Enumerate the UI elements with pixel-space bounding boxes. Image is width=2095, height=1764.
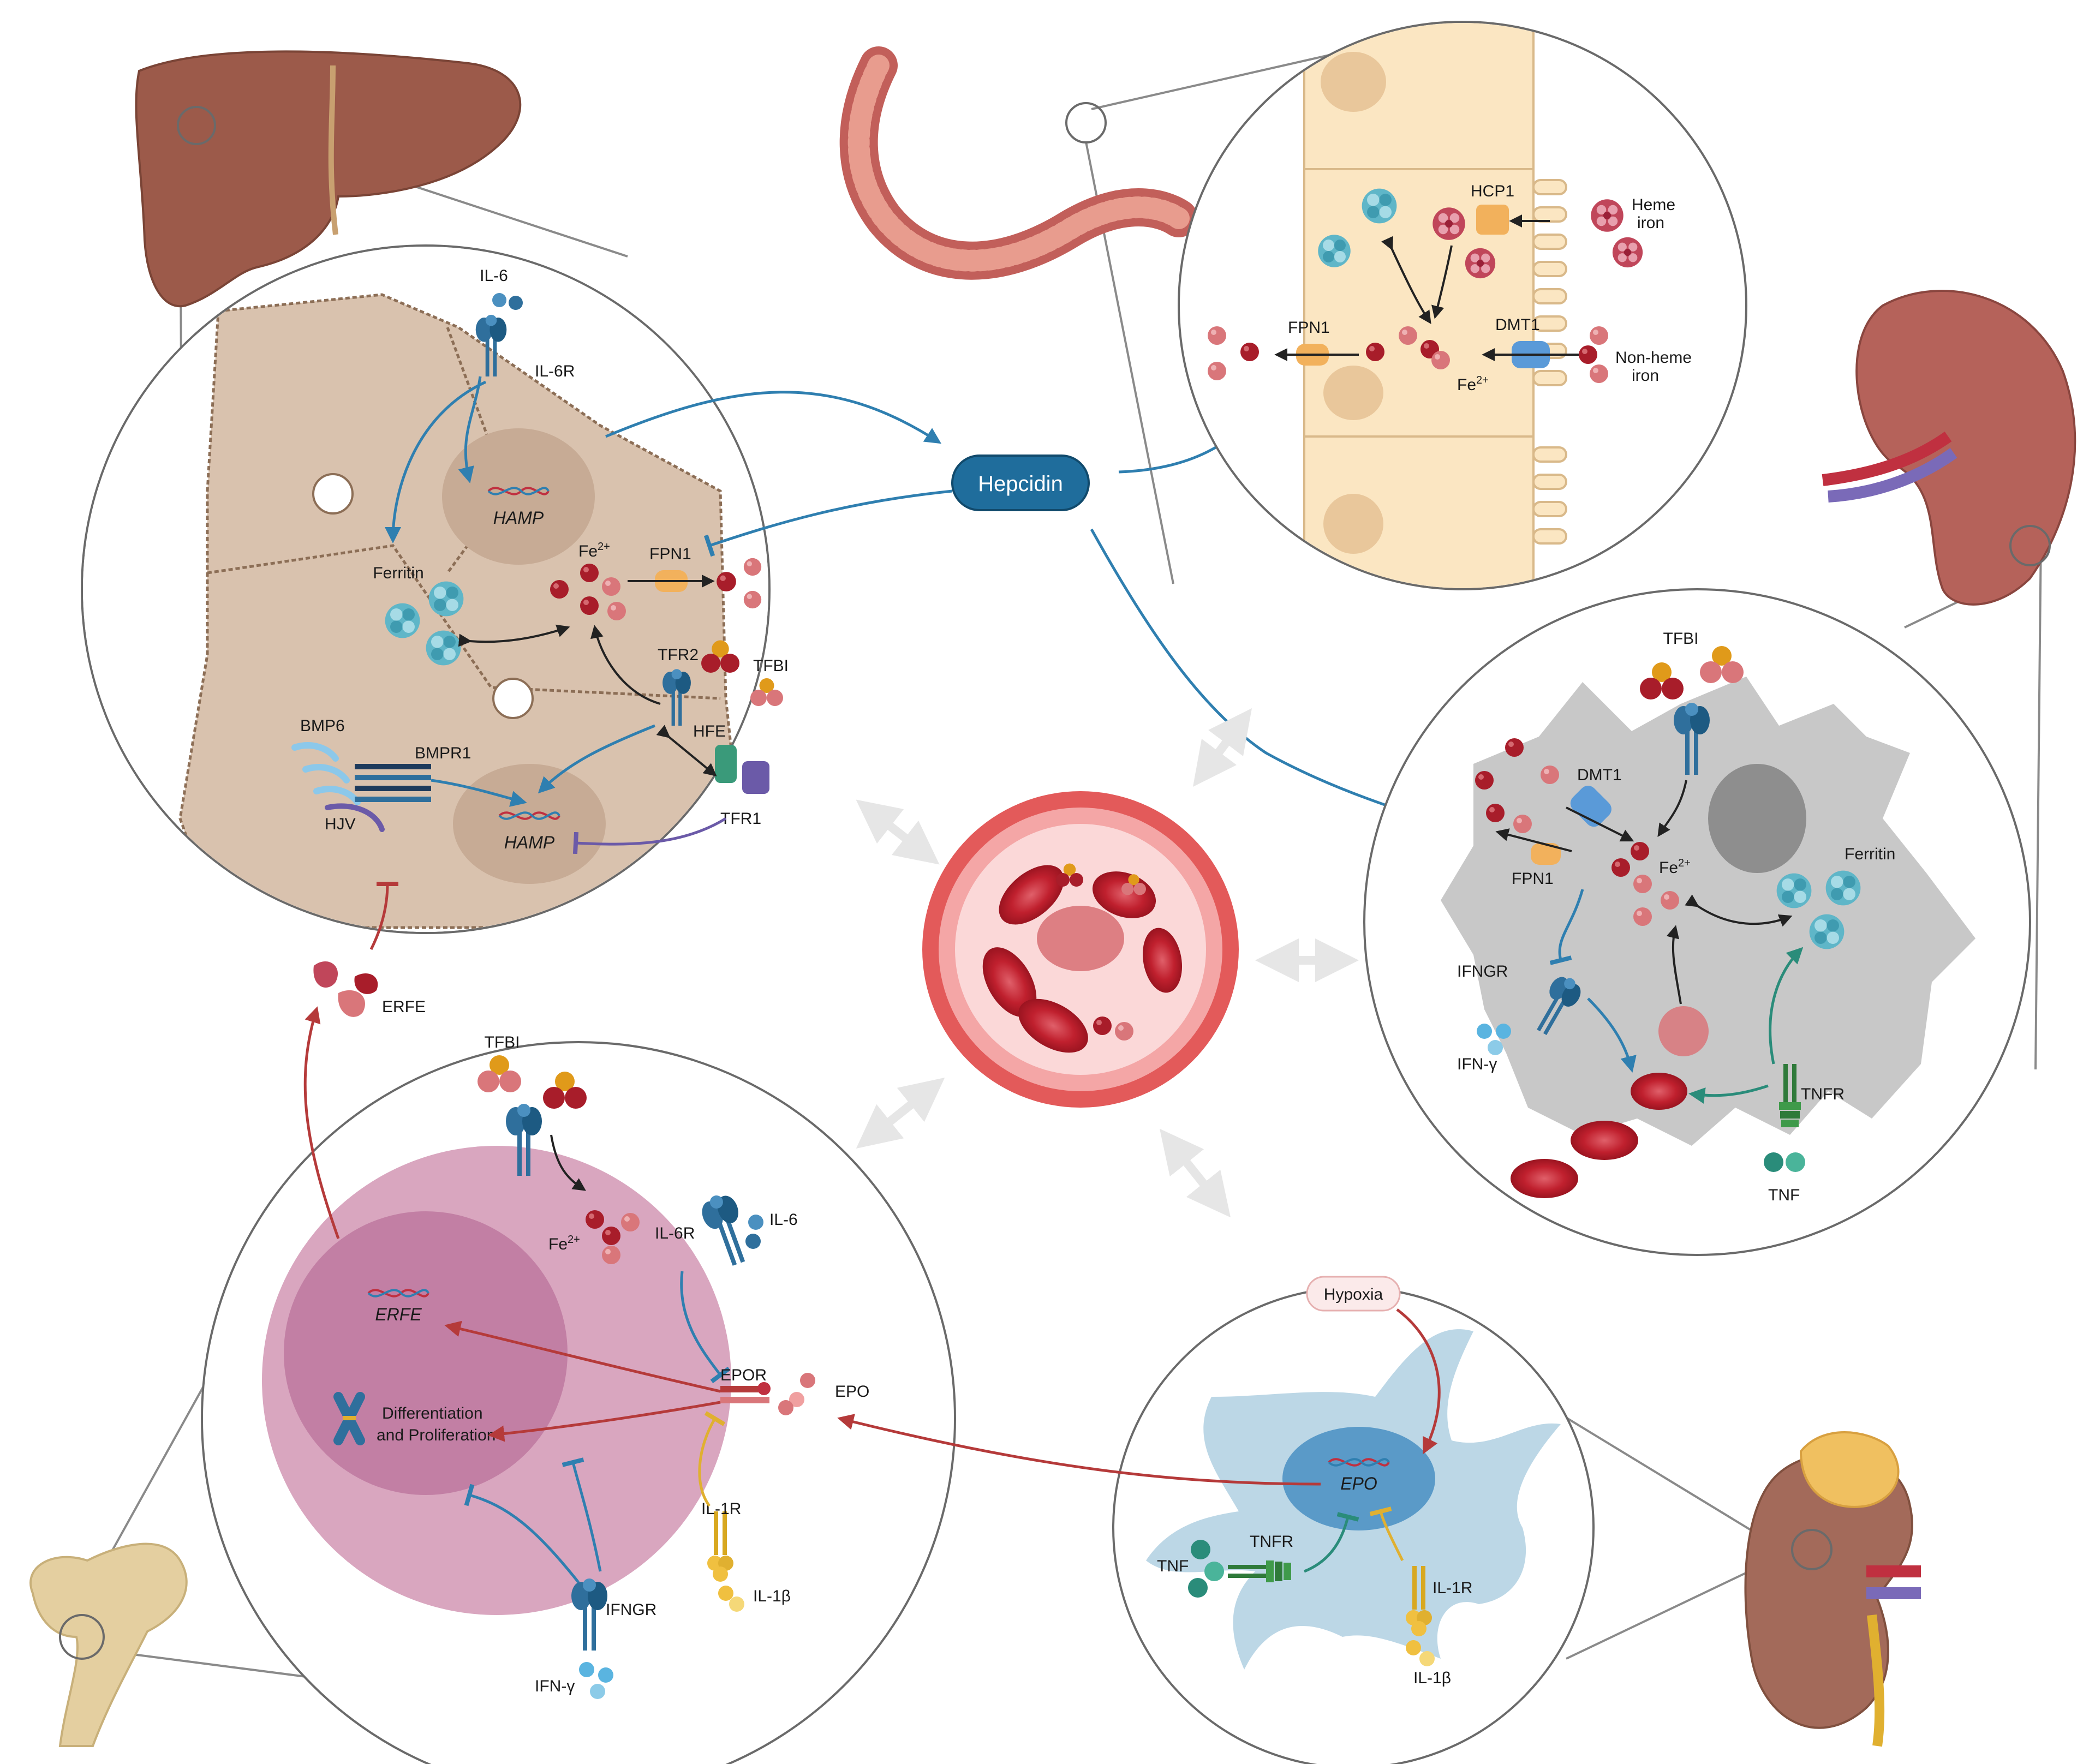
tnf-label-kidney: TNF (1157, 1557, 1189, 1575)
tfr1-receptor-icon (742, 761, 769, 794)
kidney-organ (1744, 1431, 1921, 1747)
bmpr1-label: BMPR1 (415, 744, 471, 762)
bmp6-label: BMP6 (300, 717, 345, 735)
tfr2-label: TFR2 (658, 646, 699, 664)
dmt1-transporter-icon (1570, 786, 1611, 827)
intestine-zoom: HCP1 Heme iron Fe2+ FPN1 DMT1 Non-heme i… (1178, 21, 1747, 590)
heme-icon (1433, 207, 1465, 240)
bmpr1-receptor-icon (355, 764, 431, 802)
dmt1-label-macrophage: DMT1 (1577, 766, 1622, 784)
epo-gene-label: EPO (1340, 1474, 1377, 1493)
hjv-label: HJV (325, 815, 356, 833)
intestine-organ (839, 46, 1198, 280)
fpn1-transporter-icon (1531, 843, 1561, 865)
nonheme-iron-label-1: Non-heme (1615, 349, 1692, 367)
il1b-label-erythroblast: IL-1β (753, 1587, 791, 1605)
hfe-label: HFE (693, 722, 726, 740)
hepcidin-label: Hepcidin (978, 472, 1063, 496)
erfe-gene-label: ERFE (375, 1305, 422, 1324)
exchange-arrows (856, 708, 1359, 1218)
chromosome-icon (333, 1392, 365, 1445)
ferritin-icon (426, 630, 461, 666)
tfbi-label-liver: TFBI (753, 657, 789, 675)
il1b-label-kidney: IL-1β (1413, 1669, 1451, 1687)
hepcidin-pill (951, 455, 1090, 511)
differentiation-label-1: Differentiation (382, 1404, 483, 1422)
bone-organ (29, 1542, 188, 1747)
ferritin-icon (1809, 914, 1845, 949)
ifngr-label-macrophage: IFNGR (1457, 962, 1508, 980)
epor-receptor-icon (720, 1382, 771, 1403)
tfbi-label-macrophage: TFBI (1663, 630, 1699, 648)
spleen-organ (1822, 290, 2076, 606)
differentiation-label-2: and Proliferation (377, 1426, 496, 1444)
heme-icon (1612, 237, 1643, 268)
liver-zoom: HAMP HAMP IL-6 IL-6R Ferritin Fe2+ FPN1 … (81, 244, 789, 934)
heme-icon (1591, 199, 1624, 232)
fpn1-label-macrophage: FPN1 (1512, 870, 1554, 888)
epo-label-erythroblast: EPO (835, 1383, 869, 1401)
il6-label-erythroblast: IL-6 (769, 1211, 798, 1229)
hamp-gene-bottom: HAMP (504, 833, 555, 852)
erfe-protein-icon (313, 961, 378, 1017)
ferritin-icon (1362, 188, 1397, 224)
hcp1-transporter-icon (1476, 205, 1509, 235)
heme-iron-label-2: iron (1637, 214, 1664, 232)
blood-vessel (922, 791, 1239, 1108)
erfe-label-outside: ERFE (382, 998, 426, 1016)
macrophage-zoom: TFBI DMT1 FPN1 Fe2+ Ferritin IFNGR IFN-γ… (1363, 588, 2031, 1256)
tnfr-label-macrophage: TNFR (1801, 1085, 1845, 1103)
hypoxia-label: Hypoxia (1324, 1285, 1383, 1303)
hcp1-label: HCP1 (1471, 182, 1514, 200)
fe-label-liver: Fe2+ (578, 541, 610, 560)
ferritin-icon (1318, 235, 1351, 267)
ifn-gamma-label-erythroblast: IFN-γ (535, 1677, 575, 1695)
epor-label: EPOR (720, 1366, 767, 1384)
fpn1-label-liver: FPN1 (649, 545, 691, 563)
ferritin-label-macrophage: Ferritin (1845, 845, 1895, 863)
hjv-icon (325, 803, 385, 832)
ferritin-icon (428, 581, 464, 617)
heme-icon (1465, 248, 1496, 279)
fe-label-intestine: Fe2+ (1457, 374, 1489, 394)
fe-label-erythroblast: Fe2+ (548, 1234, 580, 1253)
fpn1-label-intestine: FPN1 (1288, 319, 1330, 337)
il1r-label-kidney: IL-1R (1433, 1579, 1472, 1597)
tfbi-label-erythroblast: TFBI (485, 1033, 520, 1051)
hfe-icon (715, 745, 737, 783)
ferritin-label-liver: Ferritin (373, 564, 423, 582)
nonheme-iron-label-2: iron (1632, 367, 1659, 385)
dmt1-label-intestine: DMT1 (1495, 316, 1540, 334)
hamp-gene-top: HAMP (493, 508, 544, 528)
il6r-label-erythroblast: IL-6R (655, 1224, 695, 1242)
fe-label-macrophage: Fe2+ (1659, 857, 1691, 877)
tnf-label-macrophage: TNF (1768, 1186, 1800, 1204)
ferritin-icon (1825, 870, 1861, 906)
il6r-label: IL-6R (535, 362, 575, 380)
hypoxia-badge (1306, 1276, 1401, 1312)
heme-iron-label-1: Heme (1632, 196, 1675, 214)
tnfr-label-kidney: TNFR (1250, 1533, 1293, 1551)
erythroblast-zoom: ERFE Differentiation and Proliferation T… (201, 1006, 956, 1764)
kidney-cell-zoom: EPO Hypoxia TNF TNFR IL-1R IL-1β (837, 1276, 1595, 1764)
ferritin-icon (1776, 873, 1812, 908)
ifngr-label-erythroblast: IFNGR (606, 1601, 656, 1619)
il6-label: IL-6 (480, 267, 508, 285)
ifn-gamma-label-macrophage: IFN-γ (1457, 1055, 1497, 1073)
ferritin-icon (385, 603, 420, 638)
liver-organ (135, 50, 522, 308)
tfr1-label: TFR1 (720, 810, 761, 828)
